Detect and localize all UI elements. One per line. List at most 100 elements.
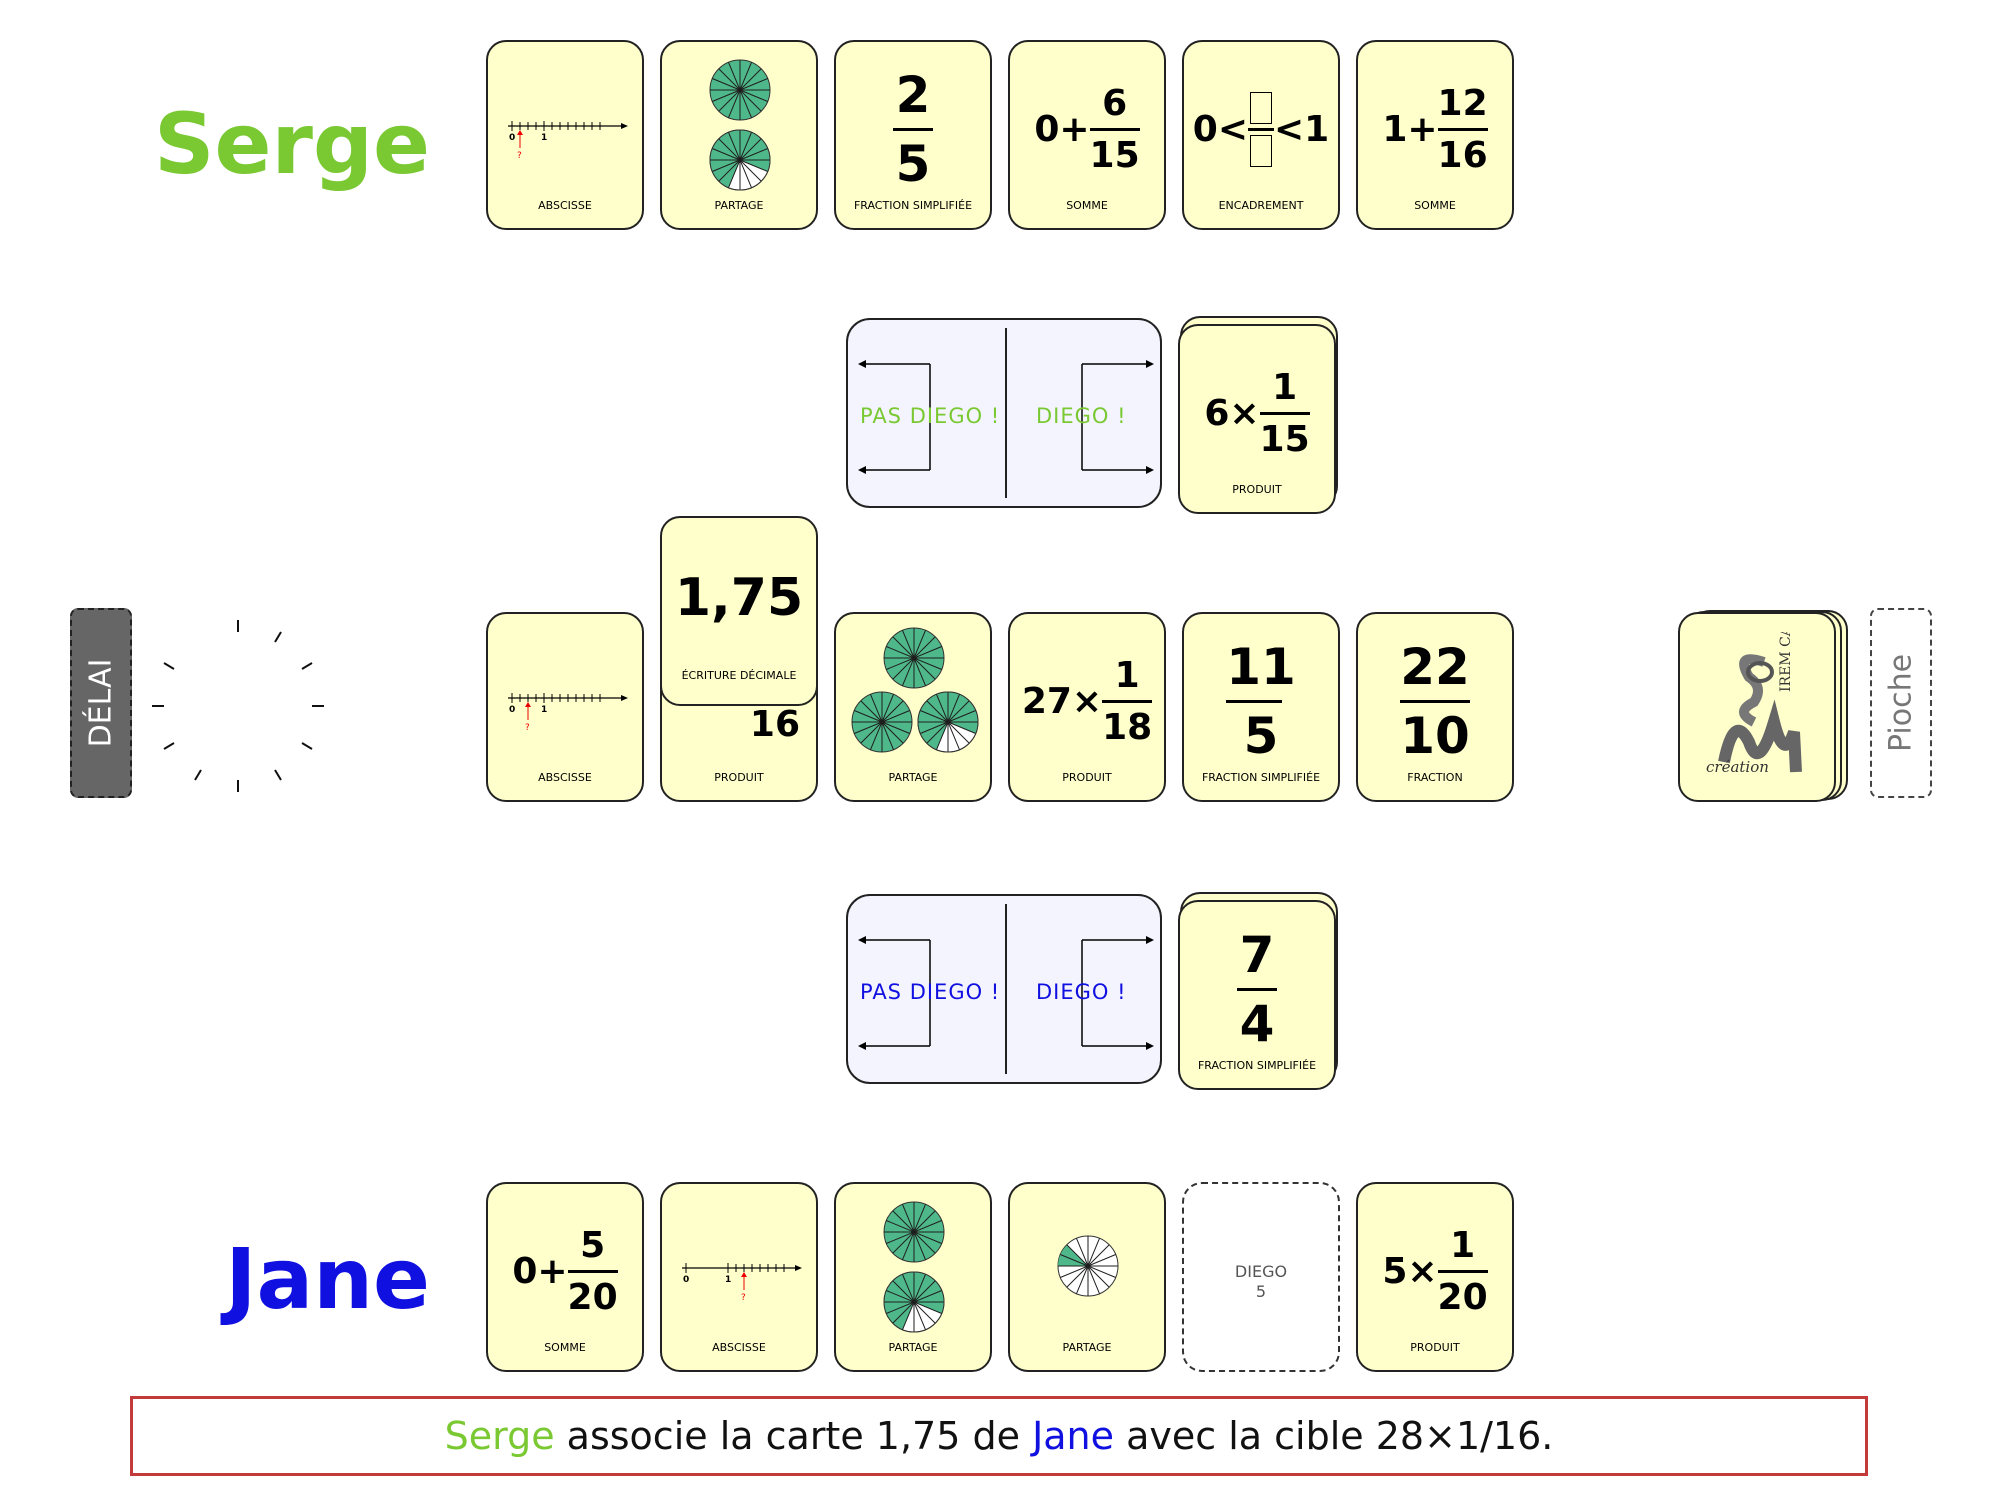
empty-box-icon (1250, 91, 1272, 124)
serge-card-5[interactable]: 0< <1 ENCADREMENT (1182, 40, 1340, 230)
player-name-jane: Jane (225, 1230, 430, 1328)
pas-diego-button[interactable]: PAS DIEGO ! (860, 404, 1001, 428)
svg-text:0: 0 (683, 1275, 689, 1285)
timer-icon (152, 620, 324, 792)
card-label: PARTAGE (888, 1341, 938, 1354)
diego-card-count: 5 (1255, 1282, 1267, 1301)
jane-decision-board[interactable]: PAS DIEGO ! DIEGO ! (846, 894, 1162, 1084)
svg-text:0: 0 (509, 133, 515, 143)
pie-part-icon (916, 690, 980, 754)
pie-part-icon (708, 128, 772, 192)
arrows-icon (858, 360, 1154, 474)
svg-text:1: 1 (541, 133, 547, 143)
card-label: FRACTION SIMPLIFIÉE (1201, 771, 1321, 784)
pie-full-icon (882, 626, 946, 690)
svg-text:création: création (1706, 758, 1769, 776)
board-divider (1005, 904, 1007, 1074)
card-label: SOMME (1066, 199, 1108, 212)
jane-card-2[interactable]: 0 1 ? ABSCISSE (660, 1182, 818, 1372)
svg-text:?: ? (525, 723, 530, 733)
message-text: avec la cible 28×1/16. (1114, 1414, 1554, 1458)
diego-card-label: DIEGO (1234, 1262, 1288, 1281)
pie-part-icon (882, 1270, 946, 1334)
card-value: 1,75 (674, 568, 804, 628)
svg-text:1: 1 (541, 705, 547, 715)
pie-full-icon (708, 58, 772, 122)
pie-white-icon (1056, 1234, 1120, 1298)
pie-full-icon (882, 1200, 946, 1264)
jane-card-4[interactable]: PARTAGE (1008, 1182, 1166, 1372)
irem-logo-icon: IREM CAEN création (1706, 632, 1802, 776)
player-name-serge: Serge (154, 95, 430, 193)
arrows-icon (858, 936, 1154, 1050)
svg-text:1: 1 (725, 1275, 731, 1285)
center-card-1[interactable]: 0 1 ? ABSCISSE (486, 612, 644, 802)
card-label: PRODUIT (1062, 771, 1112, 784)
pioche-button[interactable]: Pioche (1870, 608, 1932, 798)
moving-card[interactable]: 1,75 ÉCRITURE DÉCIMALE (660, 516, 818, 706)
pie-full-icon (850, 690, 914, 754)
card-label: ENCADREMENT (1218, 199, 1304, 212)
number-line-icon: 0 1 ? (682, 1263, 802, 1303)
card-label: PARTAGE (1062, 1341, 1112, 1354)
card-label: SOMME (544, 1341, 586, 1354)
serge-decision-board[interactable]: PAS DIEGO ! DIEGO ! (846, 318, 1162, 508)
pas-diego-button[interactable]: PAS DIEGO ! (860, 980, 1001, 1004)
status-message: Serge associe la carte 1,75 de Jane avec… (130, 1396, 1868, 1476)
delai-button[interactable]: DÉLAI (70, 608, 132, 798)
card-math: 0< <1 (1184, 64, 1338, 194)
card-label: FRACTION SIMPLIFIÉE (1197, 1059, 1317, 1072)
card-label: ABSCISSE (538, 771, 592, 784)
svg-text:0: 0 (509, 705, 515, 715)
center-card-3[interactable]: PARTAGE (834, 612, 992, 802)
card-label: ABSCISSE (538, 199, 592, 212)
card-label: SOMME (1414, 199, 1456, 212)
card-label: FRACTION (1407, 771, 1463, 784)
deck-card[interactable]: IREM CAEN création (1678, 612, 1836, 802)
card-label: ABSCISSE (712, 1341, 766, 1354)
board-divider (1005, 328, 1007, 498)
card-label: ÉCRITURE DÉCIMALE (681, 669, 797, 682)
serge-card-2[interactable]: PARTAGE (660, 40, 818, 230)
serge-card-1[interactable]: 0 1 ? ABSCISSE (486, 40, 644, 230)
diego-button[interactable]: DIEGO ! (1036, 404, 1127, 428)
jane-card-diego[interactable]: DIEGO 5 (1182, 1182, 1340, 1372)
card-label: PRODUIT (1410, 1341, 1460, 1354)
card-label: PRODUIT (1232, 483, 1282, 496)
message-actor: Serge (444, 1414, 555, 1458)
svg-text:?: ? (741, 1293, 746, 1303)
card-label: PARTAGE (714, 199, 764, 212)
message-target: Jane (1032, 1414, 1115, 1458)
svg-text:?: ? (517, 151, 522, 161)
number-line-icon: 0 1 ? (508, 693, 628, 733)
card-label: PRODUIT (714, 771, 764, 784)
card-label: FRACTION SIMPLIFIÉE (853, 199, 973, 212)
diego-button[interactable]: DIEGO ! (1036, 980, 1127, 1004)
empty-box-icon (1250, 134, 1272, 167)
number-line-icon: 0 1 ? (508, 121, 628, 161)
message-text: associe la carte 1,75 de (554, 1414, 1033, 1458)
card-denominator: 16 (749, 704, 800, 745)
svg-text:IREM CAEN: IREM CAEN (1778, 632, 1794, 692)
jane-card-3[interactable]: PARTAGE (834, 1182, 992, 1372)
